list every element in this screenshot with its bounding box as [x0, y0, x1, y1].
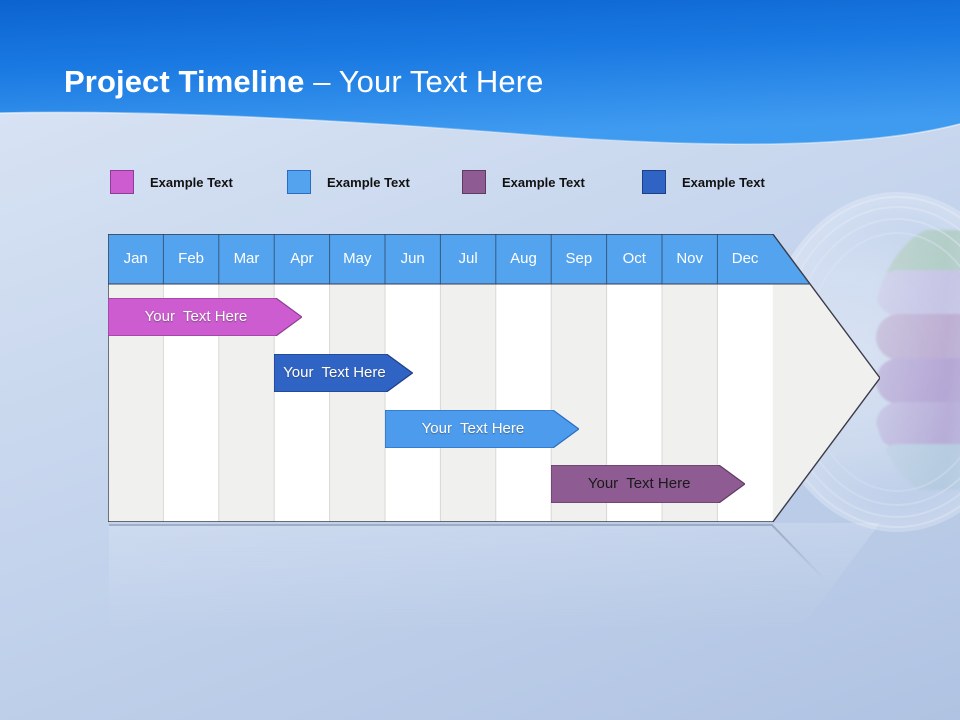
legend-swatch-icon: [642, 170, 666, 194]
task-bar-label: Your Text Here: [283, 364, 386, 381]
month-header-jan[interactable]: Jan: [123, 250, 148, 267]
task-bar-shape: [274, 354, 413, 392]
month-header-may[interactable]: May: [343, 250, 372, 267]
task-bar-label: Your Text Here: [587, 475, 691, 492]
month-header-jul[interactable]: Jul: [458, 250, 478, 267]
month-header-mar[interactable]: Mar: [233, 250, 260, 267]
legend-item-2[interactable]: Example Text: [287, 168, 410, 196]
month-header-oct[interactable]: Oct: [622, 250, 646, 267]
legend-item-1[interactable]: Example Text: [110, 168, 233, 196]
task-bar-1[interactable]: Your Text Here: [108, 298, 302, 336]
legend-label: Example Text: [682, 174, 765, 190]
task-bar-2[interactable]: Your Text Here: [274, 354, 413, 392]
month-header-aug[interactable]: Aug: [510, 250, 537, 267]
disc-blob: [876, 358, 960, 404]
legend-label: Example Text: [327, 174, 410, 190]
legend-swatch-icon: [287, 170, 311, 194]
month-header-jun[interactable]: Jun: [400, 250, 425, 267]
legend: Example Text Example Text Example Text E…: [110, 168, 830, 196]
month-header-feb[interactable]: Feb: [178, 250, 205, 267]
legend-swatch-icon: [462, 170, 486, 194]
disc-blob: [876, 230, 960, 276]
disc-blob: [876, 444, 960, 490]
page-title: Project Timeline – Your Text Here: [64, 60, 543, 104]
disc-blob: [876, 314, 960, 360]
disc-blob: [876, 402, 960, 448]
title-separator: –: [304, 64, 339, 99]
disc-blob: [876, 270, 960, 316]
legend-label: Example Text: [502, 174, 585, 190]
title-bold-part: Project Timeline: [64, 64, 305, 99]
month-header-apr[interactable]: Apr: [290, 250, 314, 267]
legend-label: Example Text: [150, 174, 233, 190]
disc-blobs: [870, 226, 960, 498]
legend-swatch-icon: [110, 170, 134, 194]
title-rest-part: Your Text Here: [338, 64, 544, 99]
task-bar-4[interactable]: Your Text Here: [551, 465, 746, 503]
timeline-reflection: [108, 413, 880, 635]
task-bar-label: Your Text Here: [421, 420, 525, 437]
legend-item-3[interactable]: Example Text: [462, 168, 585, 196]
timeline-chart: Jan Feb Mar Apr May Jun Jul Aug Sep Oct Nov Dec You…: [108, 234, 880, 522]
month-header-dec[interactable]: Dec: [731, 250, 759, 267]
task-bar-3[interactable]: Your Text Here: [385, 410, 579, 448]
task-bar-label: Your Text Here: [144, 308, 248, 325]
task-bar-shape: [108, 298, 302, 336]
month-header-nov[interactable]: Nov: [676, 250, 704, 267]
month-header-sep[interactable]: Sep: [565, 250, 593, 267]
legend-item-4[interactable]: Example Text: [642, 168, 765, 196]
month-header-row: Jan Feb Mar Apr May Jun Jul Aug Sep Oct Nov Dec: [108, 234, 880, 284]
